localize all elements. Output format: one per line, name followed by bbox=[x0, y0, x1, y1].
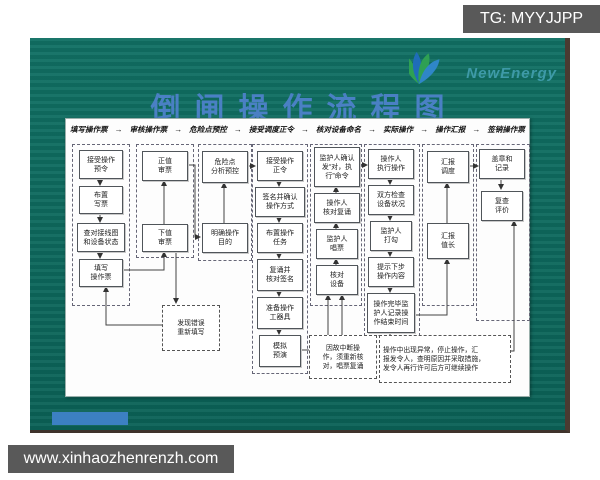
tg-watermark-badge: TG: MYYJJPP bbox=[463, 5, 600, 33]
flow-box: 复查 评价 bbox=[481, 191, 523, 221]
stage-header: 操作汇报 bbox=[435, 125, 466, 134]
flow-box: 布置操作 任务 bbox=[257, 223, 303, 253]
stage-column bbox=[72, 144, 130, 306]
slide-accent-bar bbox=[52, 412, 128, 425]
arrow-right-icon: → bbox=[420, 125, 429, 134]
stage-column bbox=[136, 144, 194, 258]
flow-note: 操作中出现异常，停止操作，汇 报发令人，查明原因并采取措施， 发令人再行许可后方… bbox=[379, 335, 511, 383]
flow-box: 监护人 打勾 bbox=[370, 221, 412, 251]
flow-box: 操作人 核对复诵 bbox=[314, 193, 360, 223]
flow-box: 双方检查 设备状况 bbox=[368, 185, 414, 215]
flow-box: 汇报 值长 bbox=[427, 223, 469, 259]
arrow-right-icon: → bbox=[368, 125, 377, 134]
stage-header: 核对设备命名 bbox=[316, 125, 361, 134]
flow-box: 监护人确认 发“对，执 行”命令 bbox=[314, 147, 360, 187]
stage-header: 实际操作 bbox=[383, 125, 414, 134]
stage-header: 填写操作票 bbox=[70, 125, 108, 134]
arrow-right-icon: → bbox=[233, 125, 242, 134]
flow-box: 模拟 预演 bbox=[259, 335, 301, 367]
newenergy-fan-icon bbox=[409, 52, 440, 84]
flow-box: 查对接线图 和设备状态 bbox=[77, 223, 125, 252]
flow-box: 填写 操作票 bbox=[79, 259, 123, 287]
stage-column bbox=[198, 144, 252, 261]
flow-box: 正值 审票 bbox=[142, 151, 188, 181]
stage-column bbox=[310, 144, 362, 306]
flow-box: 布置 写票 bbox=[79, 186, 123, 214]
flow-box: 下值 审票 bbox=[142, 224, 188, 252]
flow-box: 危险点 分析预控 bbox=[202, 151, 248, 183]
stage-header: 接受调度正令 bbox=[248, 125, 294, 134]
stage-header-row: 填写操作票 → 审核操作票 → 危险点预控 → 接受调度正令 → 核对设备命名 … bbox=[70, 124, 525, 135]
flow-box: 操作人 执行操作 bbox=[368, 149, 414, 179]
flow-box: 提示下步 操作内容 bbox=[368, 257, 414, 287]
stage-header: 危险点预控 bbox=[189, 125, 227, 134]
stage-column bbox=[422, 144, 474, 306]
arrow-right-icon: → bbox=[114, 125, 123, 134]
newenergy-logo: NewEnergy bbox=[409, 50, 557, 86]
slide-background: NewEnergy 倒闸操作流程图 填写操作票 → 审核操作票 → 危险点预控 … bbox=[30, 38, 570, 433]
flow-box: 核对 设备 bbox=[316, 265, 358, 295]
stage-column bbox=[252, 144, 308, 374]
flow-box: 接受操作 正令 bbox=[257, 151, 303, 181]
flow-box: 准备操作 工器具 bbox=[257, 297, 303, 329]
flowchart-panel: 填写操作票 → 审核操作票 → 危险点预控 → 接受调度正令 → 核对设备命名 … bbox=[65, 118, 530, 397]
stage-column bbox=[476, 144, 530, 321]
arrow-right-icon: → bbox=[300, 125, 309, 134]
flow-note: 因故中断操 作，须重新核 对，唱票复诵 bbox=[309, 335, 377, 379]
flow-box: 操作完毕监 护人记录操 作结束时间 bbox=[367, 293, 415, 333]
flow-box: 复诵并 核对签名 bbox=[257, 259, 303, 291]
arrow-right-icon: → bbox=[174, 125, 183, 134]
flow-box: 接受操作 预令 bbox=[79, 150, 123, 179]
flow-box: 签名并确认 操作方式 bbox=[255, 187, 305, 217]
stage-header: 签销操作票 bbox=[487, 125, 525, 134]
site-watermark-bar: www.xinhaozhenrenzh.com bbox=[8, 445, 234, 473]
stage-header: 审核操作票 bbox=[129, 125, 168, 134]
flow-box: 盖章和 记录 bbox=[479, 149, 525, 179]
flow-box: 明确操作 目的 bbox=[202, 223, 248, 253]
flow-box: 监护人 唱票 bbox=[316, 229, 358, 259]
flow-note: 发现错误 重新填写 bbox=[162, 305, 220, 351]
logo-text: NewEnergy bbox=[466, 65, 557, 82]
arrow-right-icon: → bbox=[472, 125, 481, 134]
flow-box: 汇报 调度 bbox=[427, 151, 469, 183]
